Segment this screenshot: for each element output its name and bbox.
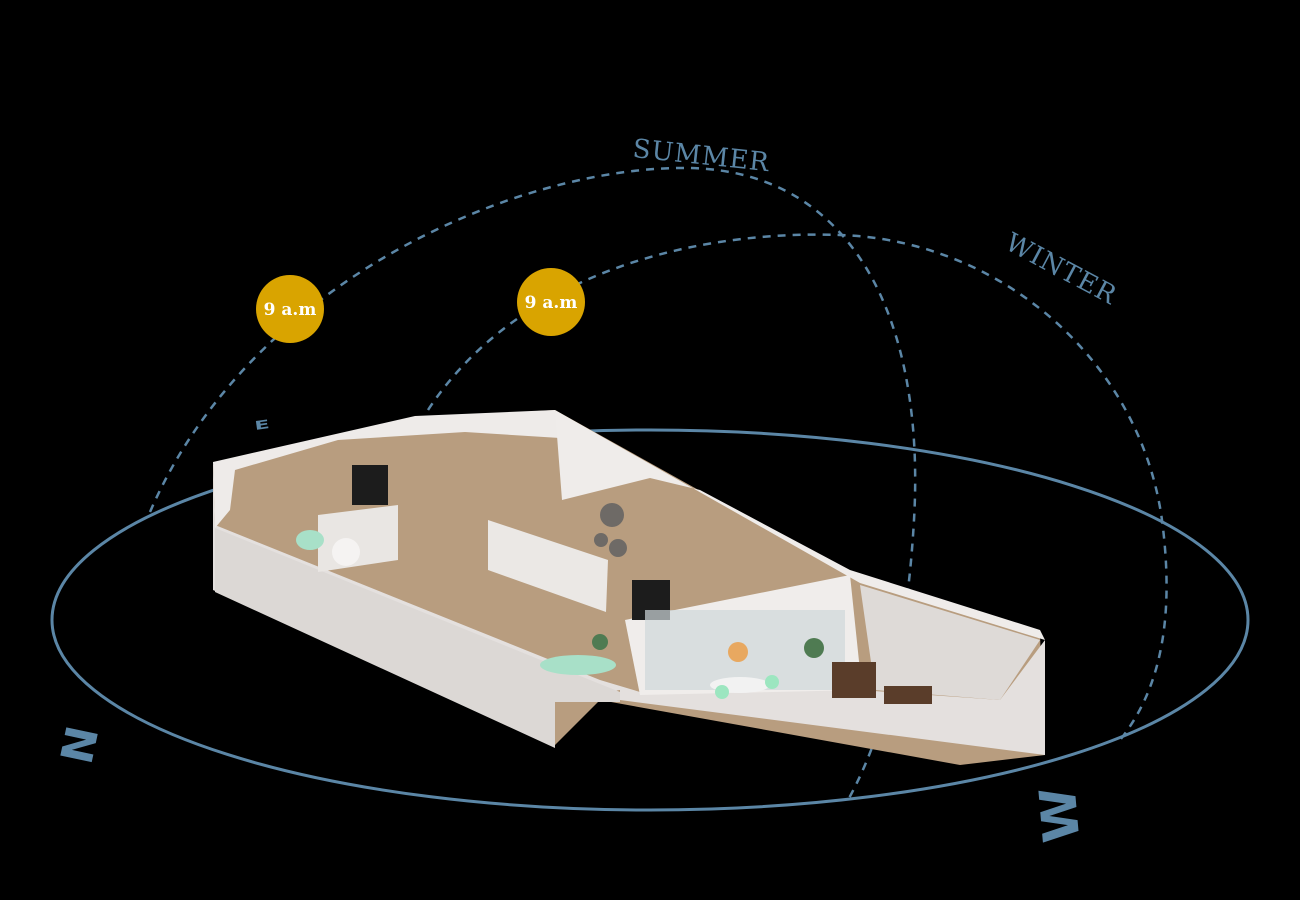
- sofa: [884, 686, 932, 704]
- apartment-floorplan: [213, 410, 1045, 765]
- sun-winter-9am: 9 a.m: [517, 268, 585, 336]
- compass-north: N: [52, 722, 110, 769]
- front-wall-face: [215, 528, 620, 748]
- sun-summer-9am: 9 a.m: [256, 275, 324, 343]
- plant-pot-2: [592, 634, 608, 650]
- wall-mirror-1: [600, 503, 624, 527]
- plant-pot: [804, 638, 824, 658]
- horizon-ellipse: [50, 428, 1250, 812]
- summer-label: SUMMER: [631, 134, 771, 178]
- rear-wall: [213, 410, 560, 528]
- armchair: [832, 662, 876, 698]
- partition-2: [488, 520, 608, 612]
- compass-west: W: [1029, 785, 1092, 845]
- winter-sun-path: [426, 233, 1168, 741]
- sun-summer-label: 9 a.m: [264, 300, 317, 320]
- chair-2: [765, 675, 779, 689]
- right-wall: [555, 410, 1045, 640]
- wall-mirror-3: [609, 539, 627, 557]
- sun-winter-label: 9 a.m: [525, 293, 578, 313]
- winter-label: WINTER: [1000, 228, 1122, 312]
- wall-mirror-2: [594, 533, 608, 547]
- bed-2: [296, 530, 324, 550]
- compass-east: E: [254, 418, 271, 434]
- bed-1: [540, 655, 616, 675]
- sun-summer-circle: [256, 275, 324, 343]
- round-mirror: [332, 538, 360, 566]
- chair-1: [715, 685, 729, 699]
- partition-4: [860, 585, 1040, 700]
- sun-winter-circle: [517, 268, 585, 336]
- side-table: [728, 642, 748, 662]
- tv-bedroom: [352, 465, 388, 505]
